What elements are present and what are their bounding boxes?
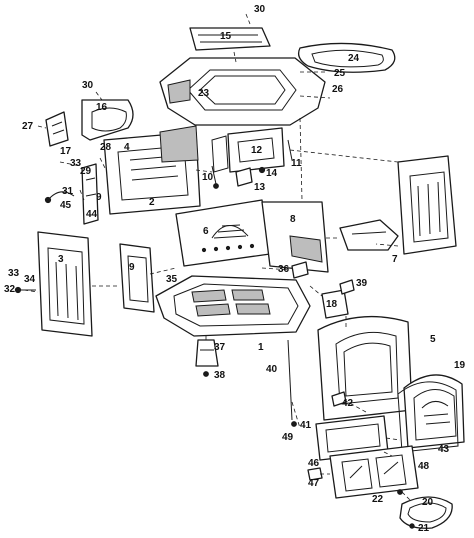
part-2-back-assembly — [103, 125, 201, 215]
part-41-screw — [291, 421, 297, 427]
part-36-clip — [291, 261, 309, 279]
callout-36: 36 — [278, 264, 290, 275]
callout-14: 14 — [266, 168, 278, 179]
part-6-firebox-liner — [175, 199, 271, 267]
callout-5: 5 — [430, 334, 436, 345]
callout-9: 9 — [129, 262, 135, 273]
callout-31: 31 — [62, 186, 74, 197]
callout-19: 19 — [454, 360, 466, 371]
part-5-front-frame — [317, 315, 413, 421]
callout-23: 23 — [198, 88, 210, 99]
callout-3: 3 — [58, 254, 64, 265]
part-9-side-frame — [119, 243, 155, 313]
callout-16: 16 — [96, 102, 108, 113]
callout-10: 10 — [202, 172, 214, 183]
callout-4: 4 — [124, 142, 130, 153]
part-16-flue-plate — [81, 99, 134, 141]
part-18-plate — [321, 289, 349, 319]
part-31-cord — [44, 191, 75, 204]
callout-1: 1 — [258, 342, 264, 353]
part-44-plate — [81, 163, 99, 225]
part-10-pin — [211, 165, 219, 189]
part-14-screw — [258, 166, 266, 174]
part-21-screw — [409, 523, 415, 529]
callout-25: 25 — [334, 68, 346, 79]
rear-panel — [397, 155, 457, 255]
callout-7: 7 — [392, 254, 398, 265]
callout-2: 2 — [149, 197, 155, 208]
callout-27: 27 — [22, 121, 34, 132]
callout-33: 33 — [70, 158, 82, 169]
callout-34: 34 — [24, 274, 36, 285]
part-3-left-side-panel — [37, 231, 93, 337]
callout-42: 42 — [342, 398, 354, 409]
part-39-clip — [339, 279, 355, 295]
callout-13: 13 — [254, 182, 266, 193]
callout-38: 38 — [214, 370, 226, 381]
callout-labels: 1 2 3 4 5 6 7 8 9 10 11 12 13 14 15 16 1… — [4, 4, 466, 534]
callout-26: 26 — [332, 84, 344, 95]
assembly-leader-lines — [23, 13, 411, 501]
callout-39: 39 — [356, 278, 368, 289]
part-23-top-assembly — [159, 57, 326, 126]
callout-11: 11 — [291, 158, 302, 169]
callout-45: 45 — [60, 200, 72, 211]
part-8-firebox-side — [261, 201, 329, 273]
callout-24: 24 — [348, 53, 360, 64]
part-1-base — [155, 275, 311, 337]
callout-30: 30 — [82, 80, 94, 91]
callout-35: 35 — [166, 274, 178, 285]
callout-12: 12 — [251, 145, 263, 156]
callout-37: 37 — [214, 342, 226, 353]
callout-29: 29 — [80, 166, 92, 177]
callout-8: 8 — [290, 214, 296, 225]
part-12-baffle-assembly — [211, 127, 285, 173]
callout-30-top: 30 — [254, 4, 266, 15]
part-40-rod — [287, 339, 293, 421]
part-43-gasket — [397, 381, 459, 453]
part-22-pin — [397, 489, 403, 495]
callout-46: 46 — [308, 458, 320, 469]
part-17-bracket — [45, 111, 69, 147]
callout-9-secondary: 9 — [96, 192, 102, 203]
part-38-screw — [203, 371, 209, 377]
callout-20: 20 — [422, 497, 434, 508]
callout-43: 43 — [438, 444, 450, 455]
callout-15: 15 — [220, 31, 232, 42]
part-7-shield-piece — [339, 219, 399, 251]
callout-44: 44 — [86, 209, 98, 220]
part-42-clip — [331, 391, 347, 407]
callout-32: 32 — [4, 284, 16, 295]
part-49-glass-frame — [315, 415, 389, 461]
part-24-griddle-plate — [297, 42, 396, 73]
callout-6: 6 — [203, 226, 209, 237]
callout-40: 40 — [266, 364, 278, 375]
part-13-handle — [235, 167, 253, 187]
callout-18: 18 — [326, 299, 338, 310]
callout-22: 22 — [372, 494, 384, 505]
part-15-vent-plate — [189, 27, 271, 51]
callout-41: 41 — [300, 420, 312, 431]
callout-17: 17 — [60, 146, 72, 157]
part-47-door — [329, 445, 419, 499]
part-37-leg — [195, 339, 219, 367]
callout-28: 28 — [100, 142, 112, 153]
callout-47: 47 — [308, 478, 320, 489]
callout-49: 49 — [282, 432, 294, 443]
callout-48: 48 — [418, 461, 430, 472]
callout-33-secondary: 33 — [8, 268, 20, 279]
part-19-arched-door — [403, 374, 465, 449]
part-46-latch — [307, 467, 323, 481]
part-32-bolt — [14, 286, 36, 294]
part-20-ash-door — [399, 496, 453, 529]
callout-21: 21 — [418, 523, 430, 534]
